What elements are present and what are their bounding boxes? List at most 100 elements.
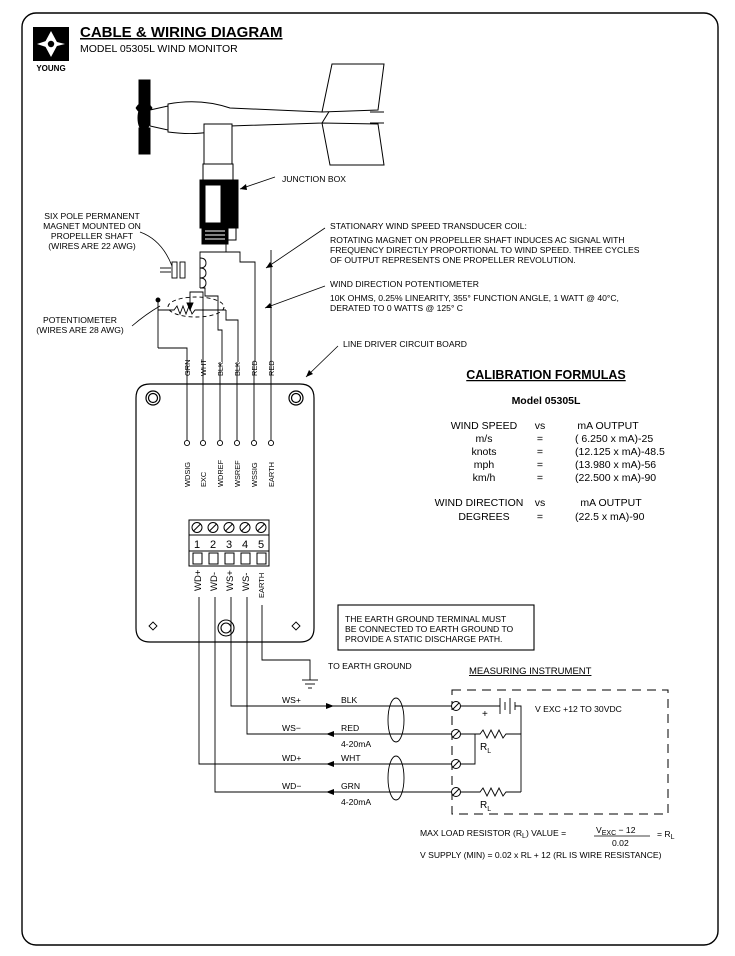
terminal-label-earth: EARTH: [257, 573, 266, 598]
dir-header-output: mA OUTPUT: [580, 497, 642, 509]
coil-leader: [265, 227, 326, 269]
dir-unit-degrees: DEGREES: [458, 511, 509, 523]
measuring-title: MEASURING INSTRUMENT: [469, 666, 592, 677]
magnet-coil-symbol: [160, 244, 256, 362]
magnet-label-1: SIX POLE PERMANENT: [44, 211, 140, 221]
model-subtitle: MODEL 05305L WIND MONITOR: [80, 43, 238, 55]
line-color-red: RED: [341, 723, 359, 733]
measuring-terminals: [451, 701, 461, 797]
direction-calibration-table: WIND DIRECTION vs mA OUTPUT DEGREES = (2…: [435, 497, 645, 523]
pot-callout-leader: [264, 285, 326, 309]
magnet-label-4: (WIRES ARE 22 AWG): [48, 241, 136, 251]
line-label-ws-plus: WS+: [282, 695, 301, 705]
formula-numerator: VEXC − 12: [596, 825, 636, 837]
dir-eq-degrees: =: [537, 511, 543, 523]
calibration-title: CALIBRATION FORMULAS: [466, 368, 625, 382]
terminal-label-wd-plus: WD+: [193, 569, 204, 591]
terminal-number-4: 4: [242, 539, 248, 551]
pot-title: WIND DIRECTION POTENTIOMETER: [330, 279, 479, 289]
earth-note-3: PROVIDE A STATIC DISCHARGE PATH.: [345, 634, 502, 644]
speed-eq-kmh: =: [537, 472, 543, 484]
magnet-label-2: MAGNET MOUNTED ON: [43, 221, 141, 231]
potentiometer-symbol: [155, 250, 272, 362]
coil-desc-3: OF OUTPUT REPRESENTS ONE PROPELLER REVOL…: [330, 255, 576, 265]
wire-color-grn: GRN: [183, 360, 192, 376]
line-label-wd-minus: WD−: [282, 781, 301, 791]
dir-header-label: WIND DIRECTION: [435, 497, 524, 509]
terminal-number-2: 2: [210, 539, 216, 551]
coil-desc-1: ROTATING MAGNET ON PROPELLER SHAFT INDUC…: [330, 235, 625, 245]
coil-desc-2: FREQUENCY DIRECTLY PROPORTIONAL TO WIND …: [330, 245, 640, 255]
speed-eq-knots: =: [537, 446, 543, 458]
speed-header-output: mA OUTPUT: [577, 420, 639, 432]
pot-label-2: (WIRES ARE 28 AWG): [36, 325, 124, 335]
dir-header-vs: vs: [535, 497, 546, 509]
terminal-number-1: 1: [194, 539, 200, 551]
page-border: [21, 12, 719, 946]
line-note-ws: 4-20mA: [341, 739, 371, 749]
calibration-model: Model 05305L: [512, 395, 581, 407]
speed-unit-ms: m/s: [476, 433, 493, 445]
speed-formula-knots: (12.125 x mA)-48.5: [575, 446, 665, 458]
speed-eq-mph: =: [537, 459, 543, 471]
wire-color-blk-2: BLK: [233, 362, 242, 376]
signal-wssig: WSSIG: [250, 462, 259, 487]
signal-wdref: WDREF: [216, 459, 225, 487]
signal-wsref: WSREF: [233, 460, 242, 487]
wire-color-labels: GRN WHT BLK BLK RED RED: [183, 359, 276, 376]
wire-color-blk-1: BLK: [216, 362, 225, 376]
signal-exc: EXC: [199, 471, 208, 487]
wire-color-red-1: RED: [250, 360, 259, 376]
terminal-label-ws-minus: WS-: [241, 573, 252, 591]
supply-formula: V SUPPLY (MIN) = 0.02 x RL + 12 (RL IS W…: [420, 850, 662, 860]
board-label: LINE DRIVER CIRCUIT BOARD: [343, 339, 467, 349]
coil-title: STATIONARY WIND SPEED TRANSDUCER COIL:: [330, 221, 527, 231]
rl-label-1: RL: [480, 742, 491, 755]
line-color-wht: WHT: [341, 753, 361, 763]
line-note-wd: 4-20mA: [341, 797, 371, 807]
output-wiring: [198, 597, 456, 801]
magnet-label-3: PROPELLER SHAFT: [51, 231, 134, 241]
signal-earth: EARTH: [267, 462, 276, 487]
signal-wdsig: WDSIG: [183, 462, 192, 487]
speed-unit-kmh: km/h: [473, 472, 496, 484]
page-title: CABLE & WIRING DIAGRAM: [80, 24, 283, 41]
earth-note-box: [337, 604, 535, 651]
pot-label-1: POTENTIOMETER: [43, 315, 117, 325]
pot-desc-2: DERATED TO 0 WATTS @ 125° C: [330, 303, 463, 313]
terminal-block: [188, 519, 270, 567]
battery-plus: +: [482, 709, 488, 720]
rl-label-2: RL: [480, 800, 491, 813]
speed-header-label: WIND SPEED: [451, 420, 518, 432]
to-earth-ground: TO EARTH GROUND: [328, 661, 412, 671]
line-color-grn: GRN: [341, 781, 360, 791]
board-input-wires: [183, 362, 275, 447]
formula-result: = RL: [657, 829, 675, 841]
speed-unit-mph: mph: [474, 459, 495, 471]
speed-formula-kmh: (22.500 x mA)-90: [575, 472, 656, 484]
speed-header-vs: vs: [535, 420, 546, 432]
earth-note-1: THE EARTH GROUND TERMINAL MUST: [345, 614, 507, 624]
junction-box-label: JUNCTION BOX: [282, 174, 346, 184]
speed-unit-knots: knots: [471, 446, 496, 458]
speed-calibration-table: WIND SPEED vs mA OUTPUT m/s = ( 6.250 x …: [451, 420, 665, 484]
line-labels: WS+ WS− WD+ WD− BLK RED 4-20mA WHT GRN 4…: [282, 695, 371, 807]
signal-arrows: [326, 703, 334, 795]
board-callout-leader: [305, 345, 339, 378]
magnet-leader: [139, 231, 173, 267]
wire-color-wht: WHT: [199, 359, 208, 376]
speed-eq-ms: =: [537, 433, 543, 445]
line-label-ws-minus: WS−: [282, 723, 301, 733]
terminal-numbers: 1 2 3 4 5: [194, 539, 264, 551]
speed-formula-ms: ( 6.250 x mA)-25: [575, 433, 653, 445]
circuit-board: [135, 383, 315, 643]
logo-text: YOUNG: [36, 64, 65, 73]
max-load-formula: MAX LOAD RESISTOR (RL) VALUE =: [420, 828, 566, 840]
young-logo: YOUNG: [33, 27, 69, 73]
terminal-number-5: 5: [258, 539, 264, 551]
pot-desc-1: 10K OHMS, 0.25% LINEARITY, 355° FUNCTION…: [330, 293, 619, 303]
terminal-label-ws-plus: WS+: [225, 570, 236, 591]
vexc-label: V EXC +12 TO 30VDC: [535, 704, 622, 714]
line-label-wd-plus: WD+: [282, 753, 301, 763]
